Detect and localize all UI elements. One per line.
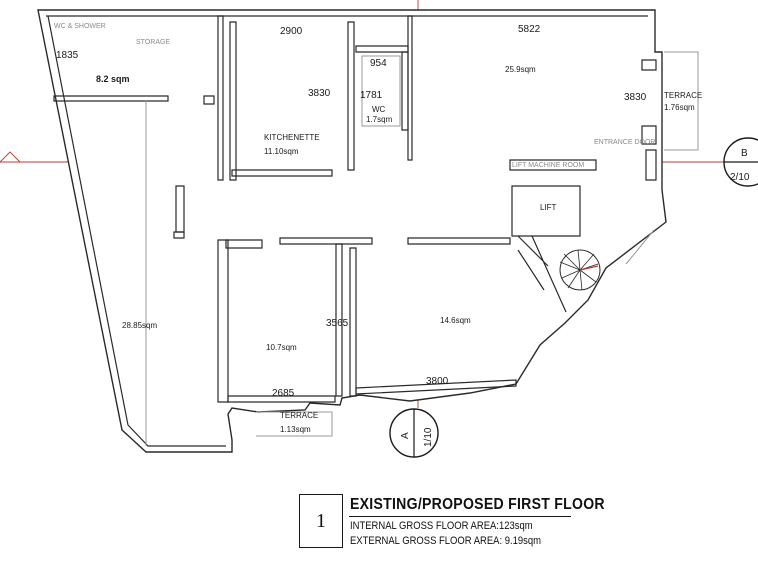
dimension-3830-right: 3830: [624, 92, 647, 103]
dimension-3800: 3800: [426, 376, 449, 387]
room-labels: WC & SHOWER STORAGE 8.2 sqm KITCHENETTE …: [54, 23, 702, 434]
entrance-door-label: ENTRANCE DOOR: [594, 139, 655, 146]
dimension-1835: 1835: [56, 50, 79, 61]
section-a-ref: 1/10: [423, 427, 434, 447]
dimension-3565: 3565: [326, 318, 349, 329]
wc-shower-label-1: WC & SHOWER: [54, 23, 106, 30]
dimension-3830-left: 3830: [308, 88, 331, 99]
title-underline: [349, 516, 571, 517]
drawing-number-box: 1: [299, 494, 343, 548]
drawing-title: EXISTING/PROPOSED FIRST FLOOR: [350, 496, 605, 513]
section-marker-a: A 1/10: [389, 408, 439, 458]
lift-machine-room-label: LIFT MACHINE ROOM: [512, 162, 584, 169]
section-arrow-west: [0, 151, 21, 163]
external-gross-floor-area: EXTERNAL GROSS FLOOR AREA: 9.19sqm: [350, 535, 542, 547]
terrace-south-label: TERRACE: [280, 411, 318, 420]
terrace-south-area: 1.13sqm: [280, 425, 311, 434]
kitchenette-label: KITCHENETTE: [264, 133, 320, 142]
storage-area: 8.2 sqm: [96, 74, 130, 84]
storage-label: STORAGE: [136, 39, 170, 46]
lift-label: LIFT: [540, 203, 557, 212]
internal-gross-floor-area: INTERNAL GROSS FLOOR AREA:123sqm: [350, 520, 533, 532]
section-marker-b: B 2/10: [723, 137, 758, 187]
wc-area: 1.7sqm: [366, 115, 393, 124]
faint-lines: [145, 51, 699, 446]
outer-walls: [37, 9, 667, 453]
south-room-area: 14.6sqm: [440, 316, 471, 325]
drawing-number: 1: [316, 509, 326, 532]
section-b-letter: B: [741, 148, 748, 159]
section-b-ref: 2/10: [730, 172, 750, 183]
section-a-letter: A: [400, 432, 411, 439]
dimension-2900: 2900: [280, 26, 303, 37]
dimension-954: 954: [370, 58, 387, 69]
west-room-area: 28.85sqm: [122, 321, 157, 330]
terrace-east-area: 1.76sqm: [664, 103, 695, 112]
dimension-1781: 1781: [360, 90, 383, 101]
interior-walls: [53, 15, 657, 403]
dimension-5822: 5822: [518, 24, 541, 35]
spiral-stair: [559, 249, 601, 291]
dimension-2685: 2685: [272, 388, 295, 399]
wc-label: WC: [372, 105, 386, 114]
main-room-area: 25.9sqm: [505, 65, 536, 74]
terrace-east-label: TERRACE: [664, 91, 702, 100]
kitchenette-area: 11.10sqm: [264, 147, 299, 156]
dimensions: 1835 2900 5822 3830 1781 954 3830 3565 2…: [56, 24, 647, 399]
middle-room-area: 10.7sqm: [266, 343, 297, 352]
